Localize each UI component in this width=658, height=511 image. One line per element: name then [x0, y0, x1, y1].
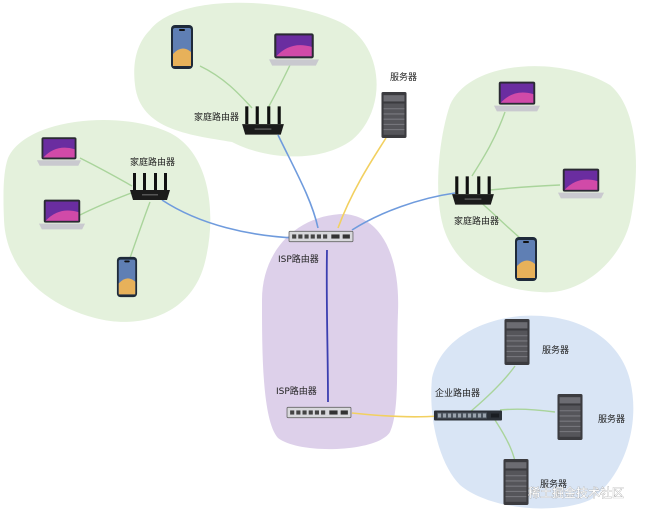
isp-router-label: ISP路由器	[276, 385, 317, 397]
link-isp-to-isp	[325, 249, 329, 403]
wifi-links	[79, 64, 561, 469]
phone-icon	[116, 256, 138, 298]
link-isp-to-enterprise	[351, 412, 439, 418]
home-network-top-region	[134, 2, 377, 157]
enterprise-router-label: 企业路由器	[435, 387, 480, 399]
watermark-text: 稀土掘金技术社区	[528, 485, 624, 500]
laptop-icon	[36, 137, 82, 166]
server-label: 服务器	[542, 344, 569, 356]
isp-router-icon	[288, 230, 354, 243]
home-network-left-region	[3, 119, 211, 322]
laptop-icon	[269, 33, 319, 66]
server-label: 服务器	[598, 413, 625, 425]
isp-network-region	[262, 214, 399, 450]
home-router-label: 家庭路由器	[194, 111, 239, 123]
server-icon	[502, 458, 530, 506]
link-isp-to-top-server	[337, 137, 387, 229]
link-isp-to-home-left	[161, 199, 297, 239]
phone-icon	[515, 237, 537, 281]
link-isp-to-home-top	[277, 134, 319, 229]
laptop-icon	[493, 81, 541, 112]
server-icon	[556, 393, 584, 441]
enterprise-network-region	[431, 315, 634, 509]
isp-router-label: ISP路由器	[278, 253, 319, 265]
link-isp-to-home-right	[351, 192, 456, 231]
server-label: 服务器	[540, 478, 567, 490]
phone-icon	[171, 25, 193, 69]
home-router-label: 家庭路由器	[454, 215, 499, 227]
laptop-icon	[38, 199, 86, 230]
enterprise-router-icon	[434, 410, 502, 421]
home-network-right-region	[438, 66, 636, 293]
isp-router-icon	[286, 406, 352, 419]
home-router-label: 家庭路由器	[130, 156, 175, 168]
server-icon	[380, 91, 408, 139]
server-icon	[503, 318, 531, 366]
server-label: 服务器	[390, 71, 417, 83]
laptop-icon	[557, 168, 605, 199]
